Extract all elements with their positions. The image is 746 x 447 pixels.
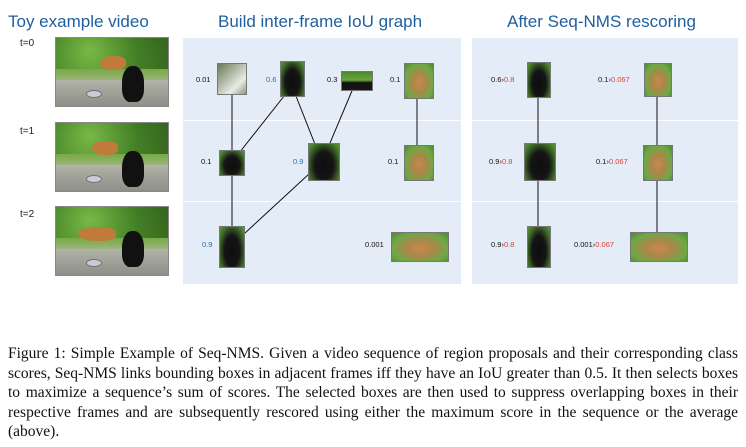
rescore-t1-fox: 0.1›0.067 — [596, 157, 628, 166]
score-t0-dark: 0.3 — [327, 75, 338, 84]
proposal-crop-t1-bear — [219, 150, 245, 176]
rescore-t0-fox: 0.1›0.067 — [598, 75, 630, 84]
proposal-crop-t0-grey — [217, 63, 247, 95]
rescore-t2-bear: 0.9›0.8 — [491, 240, 514, 249]
arrow-glyph: › — [606, 157, 609, 166]
rescore-heading: After Seq-NMS rescoring — [507, 12, 696, 31]
score-t1-bear: 0.1 — [201, 157, 212, 166]
old-score: 0.6 — [491, 75, 502, 84]
rescore-t0-bear: 0.6›0.8 — [491, 75, 514, 84]
arrow-glyph: › — [608, 75, 611, 84]
video-frame-t0 — [55, 37, 169, 107]
video-heading: Toy example video — [8, 12, 149, 31]
rescore-panel-row-t1 — [472, 121, 738, 201]
arrow-glyph: › — [501, 75, 504, 84]
score-t1-fox: 0.1 — [388, 157, 399, 166]
proposal-crop-t0-fox — [404, 63, 434, 99]
arrow-glyph: › — [499, 157, 502, 166]
proposal-crop-t2-fox — [391, 232, 449, 262]
score-t0-bear: 0.6 — [266, 75, 277, 84]
new-score: 0.8 — [503, 240, 515, 249]
video-frame-t2 — [55, 206, 169, 276]
time-label-t0: t=0 — [20, 38, 35, 49]
fox — [92, 141, 118, 155]
rescored-crop-t2-fox — [630, 232, 688, 262]
score-t2-bear: 0.9 — [202, 240, 213, 249]
new-score: 0.067 — [608, 157, 628, 166]
fox — [78, 227, 116, 241]
time-label-t1: t=1 — [20, 126, 35, 137]
bear — [122, 151, 144, 187]
proposal-crop-t1-bigbear — [308, 143, 340, 181]
rescored-crop-t1-fox — [643, 145, 673, 181]
old-score: 0.1 — [596, 157, 607, 166]
bowl — [86, 90, 102, 98]
fox — [100, 56, 126, 70]
bear — [122, 231, 144, 267]
old-score: 0.9 — [491, 240, 502, 249]
old-score: 0.1 — [598, 75, 609, 84]
new-score: 0.067 — [595, 240, 615, 249]
old-score: 0.9 — [489, 157, 500, 166]
arrow-glyph: › — [501, 240, 504, 249]
video-frame-t1 — [55, 122, 169, 192]
new-score: 0.8 — [503, 75, 515, 84]
edge-t1bigbear-t2bear — [231, 161, 323, 246]
rescore-panel-row-t0 — [472, 38, 738, 120]
new-score: 0.8 — [501, 157, 513, 166]
proposal-crop-t0-dark — [341, 71, 373, 91]
rescored-crop-t2-bear — [527, 226, 551, 268]
new-score: 0.067 — [610, 75, 630, 84]
time-label-t2: t=2 — [20, 209, 35, 220]
rescore-t2-fox: 0.001›0.067 — [574, 240, 614, 249]
edge-t0bear-t1bear — [231, 85, 293, 163]
rescore-t1-bear: 0.9›0.8 — [489, 157, 512, 166]
proposal-crop-t1-fox — [404, 145, 434, 181]
rescored-crop-t0-fox — [644, 63, 672, 97]
score-t0-grey: 0.01 — [196, 75, 211, 84]
bowl — [86, 175, 102, 183]
bear — [122, 66, 144, 102]
rescored-crop-t1-bear — [524, 143, 556, 181]
score-t2-fox: 0.001 — [365, 240, 384, 249]
bowl — [86, 259, 102, 267]
proposal-crop-t0-bear — [280, 61, 305, 97]
score-t1-bigbear: 0.9 — [293, 157, 304, 166]
proposal-crop-t2-bear — [219, 226, 245, 268]
rescored-crop-t0-bear — [527, 62, 551, 98]
figure-caption: Figure 1: Simple Example of Seq-NMS. Giv… — [8, 345, 738, 440]
old-score: 0.001 — [574, 240, 593, 249]
rescore-panel-row-t2 — [472, 202, 738, 284]
score-t0-fox: 0.1 — [390, 75, 401, 84]
arrow-glyph: › — [592, 240, 596, 249]
graph-heading: Build inter-frame IoU graph — [218, 12, 423, 31]
